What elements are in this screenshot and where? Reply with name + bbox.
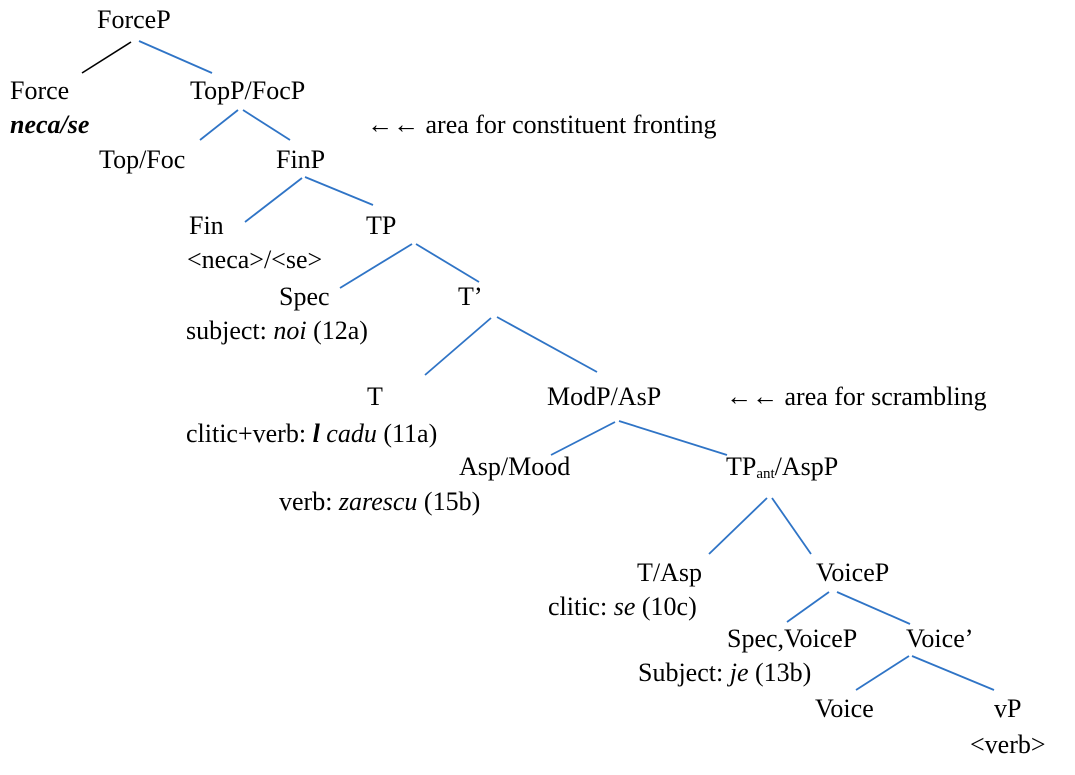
branch-voicebar-voice [855,655,910,691]
node-top-foc: Top/Foc [99,145,186,174]
asp-verb-note: verb: zarescu (15b) [279,487,481,516]
node-t: T [367,382,383,411]
branch-tbar-t [424,317,492,376]
force-lexical-item: neca/se [10,110,90,139]
vp-lexical-item: <verb> [970,730,1046,759]
node-voice-bar: Voice’ [906,624,974,653]
node-finp: FinP [276,145,326,174]
fin-lexical-item: <neca>/<se> [187,245,323,274]
branch-tp-spec [339,243,413,289]
spec-voicep-subject-note: Subject: je (13b) [638,658,812,687]
branch-tpant-tasp [708,497,768,555]
annotation-scrambling: ←← area for scrambling [726,382,987,411]
node-tpant-aspp: TPant/AspP [726,452,839,482]
node-voicep: VoiceP [816,558,890,587]
branch-forcep-topp [138,40,213,74]
t-asp-clitic-note: clitic: se (10c) [548,592,697,621]
node-voice: Voice [815,694,874,723]
branch-finp-fin [244,177,303,223]
node-vp: vP [994,694,1022,723]
node-topp-focp: TopP/FocP [190,76,306,105]
node-forcep: ForceP [97,5,171,34]
branch-voicebar-vp [911,655,995,691]
node-modp-asp: ModP/AsP [547,382,662,411]
node-spec-voicep: Spec,VoiceP [727,624,858,653]
branch-tp-tbar [415,243,480,283]
branch-topp-topfoc [199,109,239,141]
branch-modp-tpant [618,420,728,456]
branch-forcep-force [81,41,132,74]
node-t-asp: T/Asp [637,558,702,587]
node-t-bar: T’ [458,282,483,311]
spec-subject-note: subject: noi (12a) [186,316,368,345]
node-tp: TP [366,211,397,240]
branch-tpant-voicep [771,497,812,555]
branch-voicep-specvoicep [786,591,830,623]
annotation-constituent-fronting: ←← area for constituent fronting [367,110,717,139]
branch-voicep-voicebar [836,591,911,625]
branch-finp-tp [304,176,374,206]
node-spec: Spec [279,282,330,311]
node-asp-mood: Asp/Mood [459,452,571,481]
t-clitic-verb-note: clitic+verb: l cadu (11a) [186,419,438,448]
node-fin: Fin [189,211,224,240]
node-force: Force [10,76,70,105]
branch-topp-finp [242,109,291,141]
branch-modp-aspmood [550,421,616,456]
branch-tbar-modp [496,316,598,373]
